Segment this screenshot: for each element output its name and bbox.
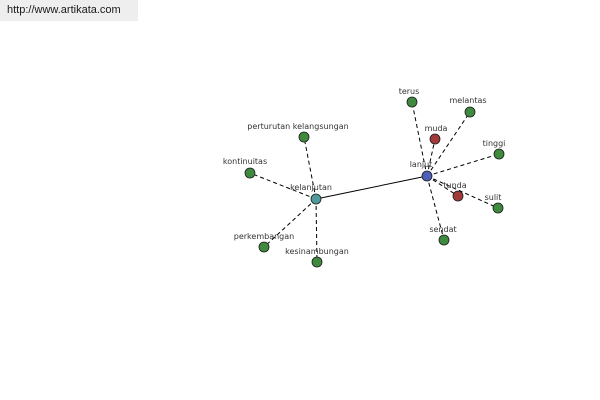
- edge-lanjut-terus: [411, 101, 428, 177]
- node-label-perturutan-kelangsungan: perturutan kelangsungan: [247, 122, 348, 131]
- node-label-tinggi: tinggi: [483, 139, 506, 148]
- node-label-sendat: sendat: [429, 225, 456, 234]
- node-kelanjutan[interactable]: [310, 193, 322, 205]
- edge-lanjut-tinggi: [426, 153, 500, 177]
- node-muda[interactable]: [429, 133, 441, 145]
- node-lanjut[interactable]: [421, 170, 433, 182]
- node-label-tunda: tunda: [443, 181, 466, 190]
- edge-kelanjutan-lanjut: [315, 175, 428, 200]
- nodes-layer: [244, 96, 505, 268]
- node-label-kelanjutan: kelanjutan: [290, 183, 332, 192]
- node-kesinambungan[interactable]: [311, 256, 323, 268]
- node-melantas[interactable]: [464, 106, 476, 118]
- node-label-sulit: sulit: [485, 193, 502, 202]
- node-label-terus: terus: [399, 87, 420, 96]
- edge-kelanjutan-kontinuitas: [249, 172, 317, 200]
- node-terus[interactable]: [406, 96, 418, 108]
- edge-lanjut-tunda: [426, 175, 459, 197]
- labels-layer: lanjut kelanjutan terus melantas muda tinggi t…: [223, 87, 506, 256]
- edge-kelanjutan-kesinambungan: [315, 198, 318, 263]
- edge-lanjut-muda: [426, 138, 436, 177]
- node-perturutan-kelangsungan[interactable]: [298, 131, 310, 143]
- node-label-muda: muda: [425, 124, 448, 133]
- node-perkembangan[interactable]: [258, 241, 270, 253]
- edge-lanjut-sulit: [426, 175, 499, 209]
- node-tunda[interactable]: [452, 190, 464, 202]
- node-kontinuitas[interactable]: [244, 167, 256, 179]
- source-url[interactable]: http://www.artikata.com: [0, 0, 138, 21]
- node-sulit[interactable]: [492, 202, 504, 214]
- node-label-perkembangan: perkembangan: [234, 232, 294, 241]
- node-label-kontinuitas: kontinuitas: [223, 157, 267, 166]
- node-tinggi[interactable]: [493, 148, 505, 160]
- node-label-melantas: melantas: [449, 96, 486, 105]
- edge-kelanjutan-perturutan-kelangsungan: [303, 136, 317, 200]
- edge-lanjut-melantas: [426, 111, 471, 177]
- node-sendat[interactable]: [438, 234, 450, 246]
- edge-kelanjutan-perkembangan: [263, 198, 317, 248]
- node-label-kesinambungan: kesinambungan: [285, 247, 349, 256]
- node-label-lanjut: lanjut: [410, 160, 433, 169]
- edges-layer: [249, 101, 500, 263]
